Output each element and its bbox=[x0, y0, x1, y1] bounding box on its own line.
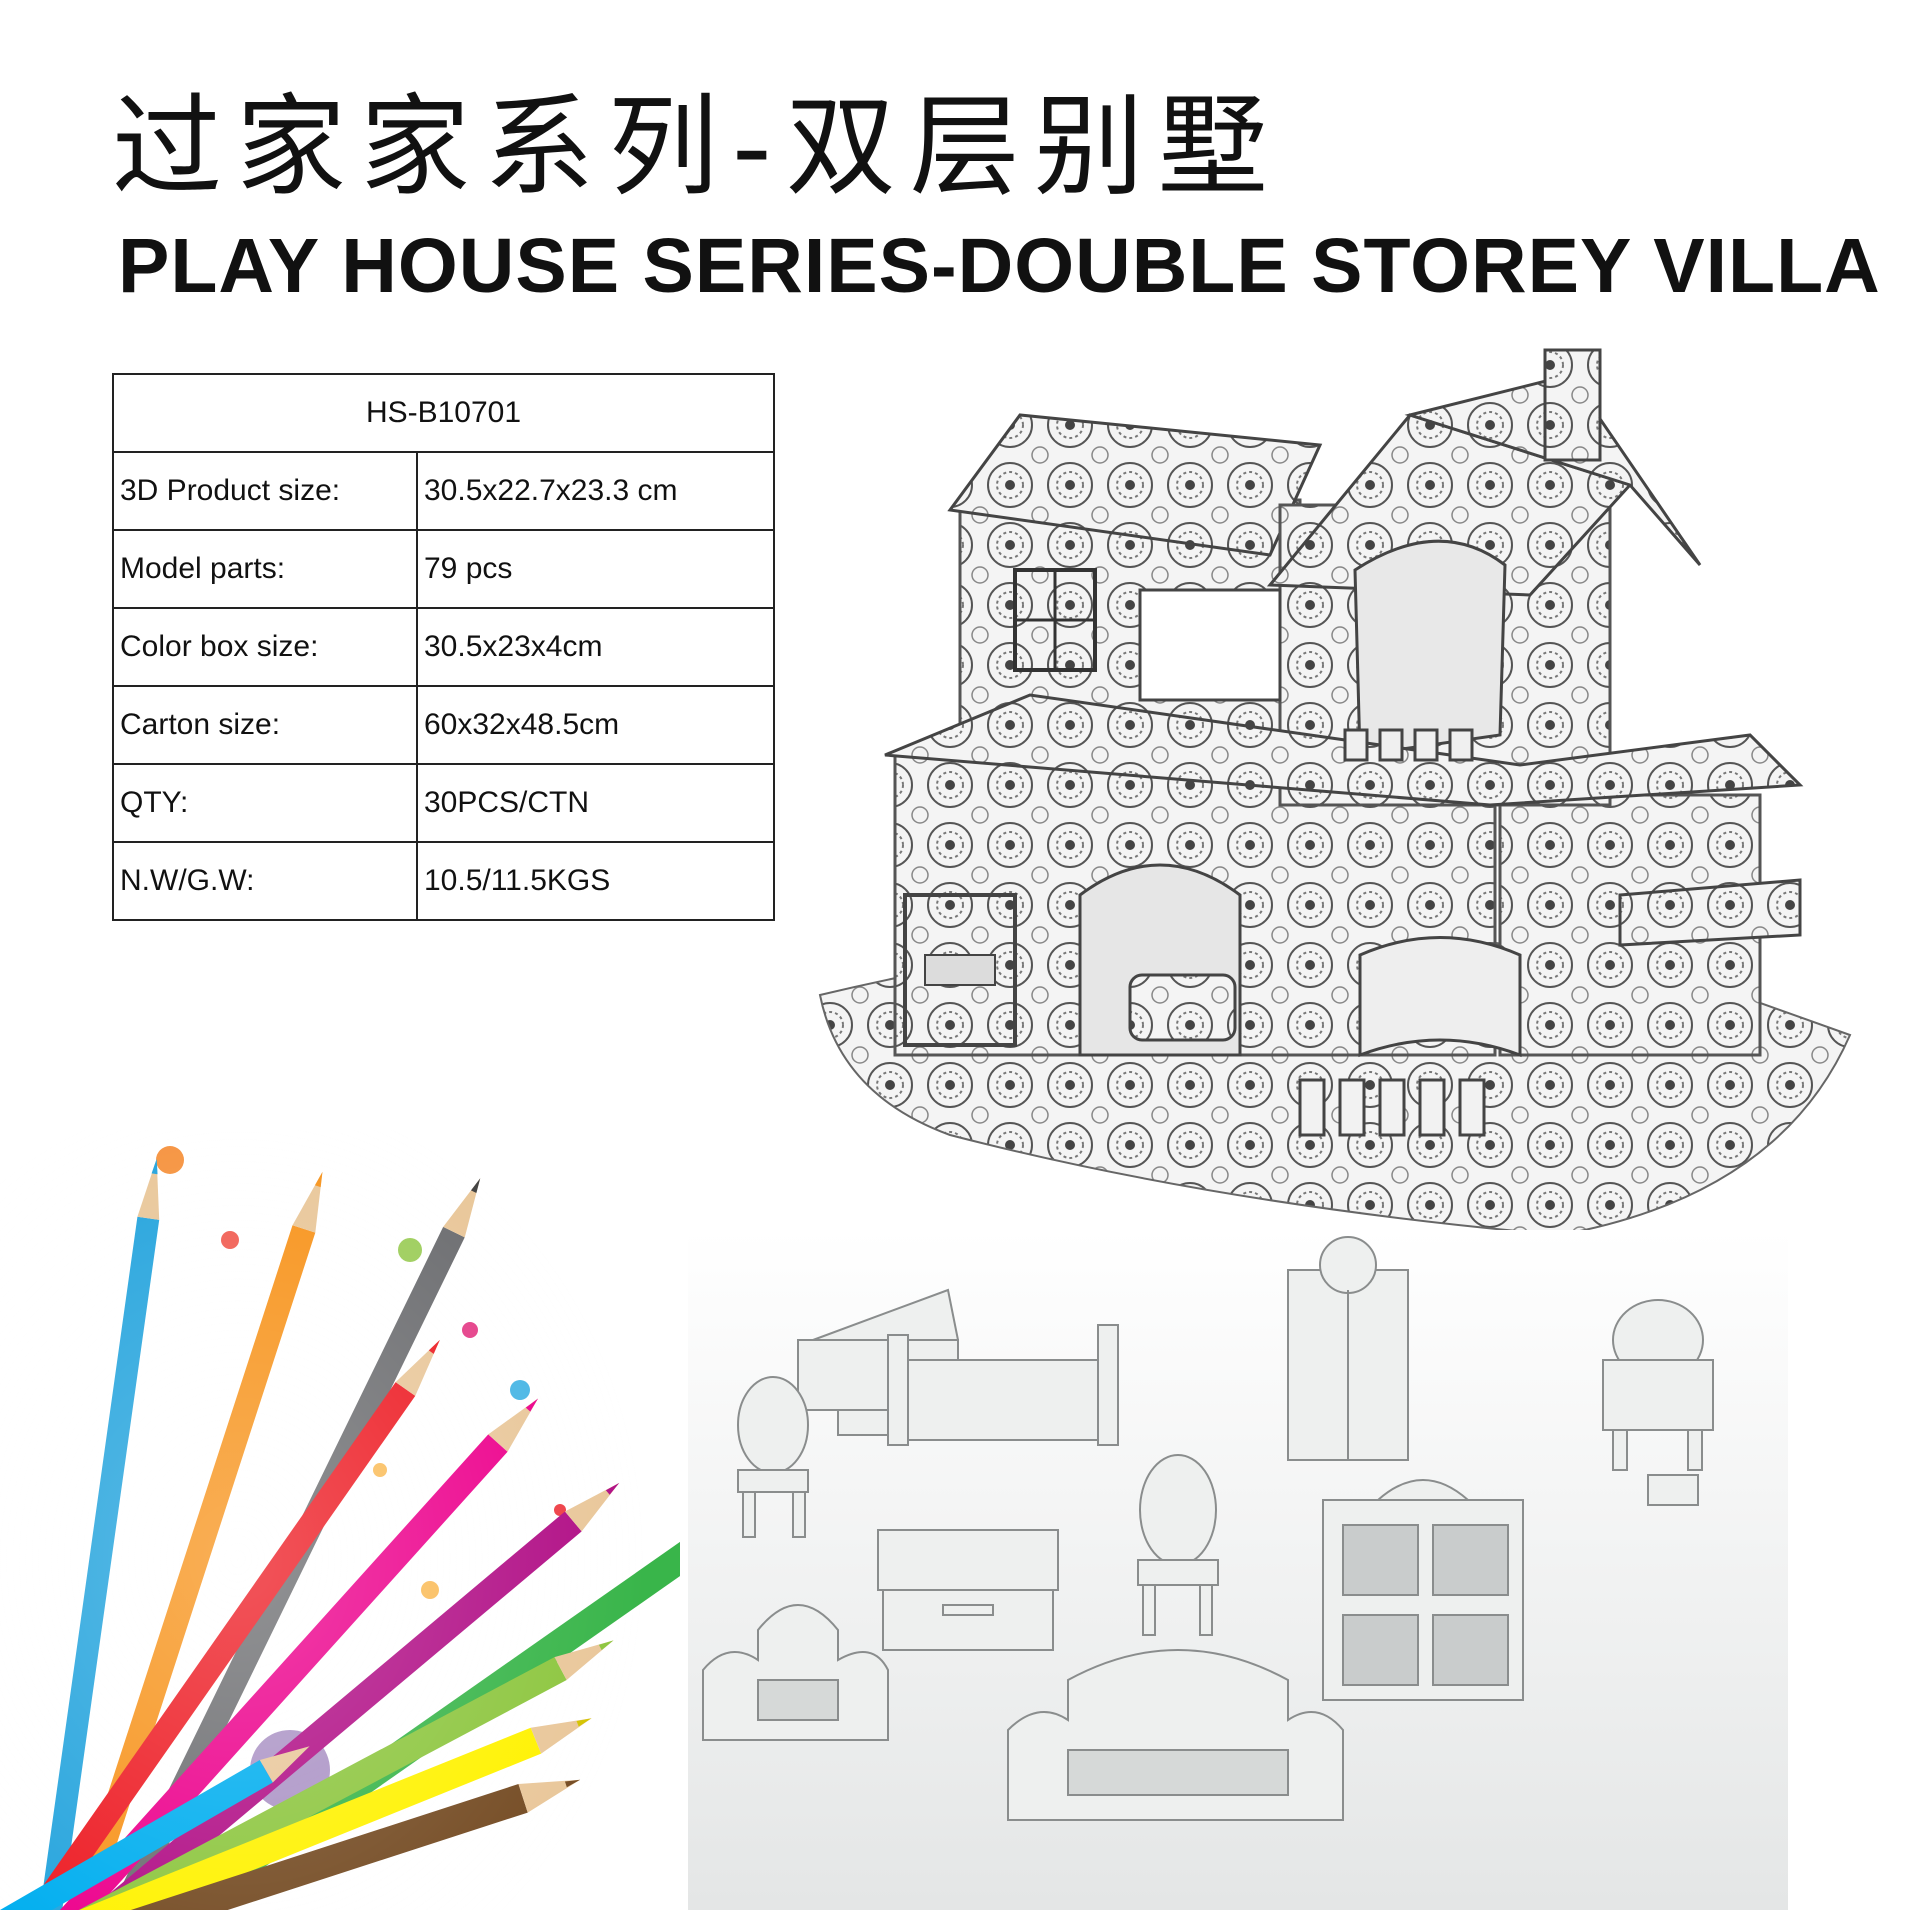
spec-value: 30PCS/CTN bbox=[416, 763, 775, 843]
title-english: PLAY HOUSE SERIES-DOUBLE STOREY VILLA bbox=[118, 223, 1881, 309]
spec-row: Model parts: 79 pcs bbox=[112, 529, 775, 609]
colored-pencils-image bbox=[0, 1130, 680, 1910]
spec-label: 3D Product size: bbox=[112, 451, 418, 531]
spec-value: 60x32x48.5cm bbox=[416, 685, 775, 765]
spec-label: Color box size: bbox=[112, 607, 418, 687]
spec-row: 3D Product size: 30.5x22.7x23.3 cm bbox=[112, 451, 775, 531]
spec-value: 79 pcs bbox=[416, 529, 775, 609]
spec-row: Color box size: 30.5x23x4cm bbox=[112, 607, 775, 687]
spec-value: 30.5x22.7x23.3 cm bbox=[416, 451, 775, 531]
spec-value: 10.5/11.5KGS bbox=[416, 841, 775, 921]
spec-label: Carton size: bbox=[112, 685, 418, 765]
spec-row: Carton size: 60x32x48.5cm bbox=[112, 685, 775, 765]
spec-label: Model parts: bbox=[112, 529, 418, 609]
title-chinese: 过家家系列-双层别墅 bbox=[112, 83, 1282, 211]
furniture-set-image bbox=[688, 1230, 1788, 1910]
spec-value: 30.5x23x4cm bbox=[416, 607, 775, 687]
spec-row: N.W/G.W: 10.5/11.5KGS bbox=[112, 841, 775, 921]
spec-table: HS-B10701 3D Product size: 30.5x22.7x23.… bbox=[112, 373, 775, 921]
spec-label: N.W/G.W: bbox=[112, 841, 418, 921]
villa-model-image bbox=[818, 348, 1852, 1237]
spec-row: QTY: 30PCS/CTN bbox=[112, 763, 775, 843]
spec-label: QTY: bbox=[112, 763, 418, 843]
spec-header-row: HS-B10701 bbox=[112, 373, 775, 453]
model-number: HS-B10701 bbox=[112, 373, 775, 453]
